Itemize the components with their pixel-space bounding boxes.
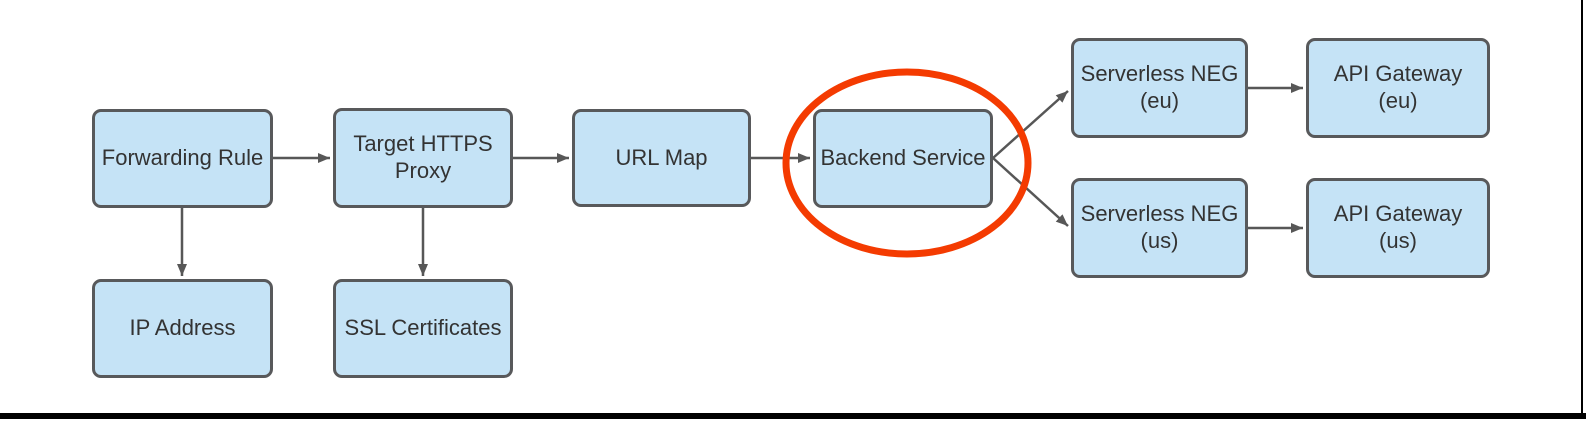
node-serverless-neg-us: Serverless NEG (us)	[1071, 178, 1248, 278]
node-forwarding-rule: Forwarding Rule	[92, 109, 273, 208]
node-api-gateway-eu: API Gateway (eu)	[1306, 38, 1490, 138]
node-url-map: URL Map	[572, 109, 751, 207]
node-ip-address: IP Address	[92, 279, 273, 378]
node-api-gateway-us: API Gateway (us)	[1306, 178, 1490, 278]
node-serverless-neg-eu: Serverless NEG (eu)	[1071, 38, 1248, 138]
node-ssl-certificates: SSL Certificates	[333, 279, 513, 378]
page-border-bottom	[0, 413, 1586, 419]
edge-backend-service-to-serverless-neg-us	[992, 157, 1069, 227]
edge-backend-service-to-serverless-neg-eu	[992, 90, 1069, 159]
node-backend-service: Backend Service	[813, 109, 993, 208]
node-target-https-proxy: Target HTTPS Proxy	[333, 108, 513, 208]
page-border-right	[1581, 0, 1583, 419]
